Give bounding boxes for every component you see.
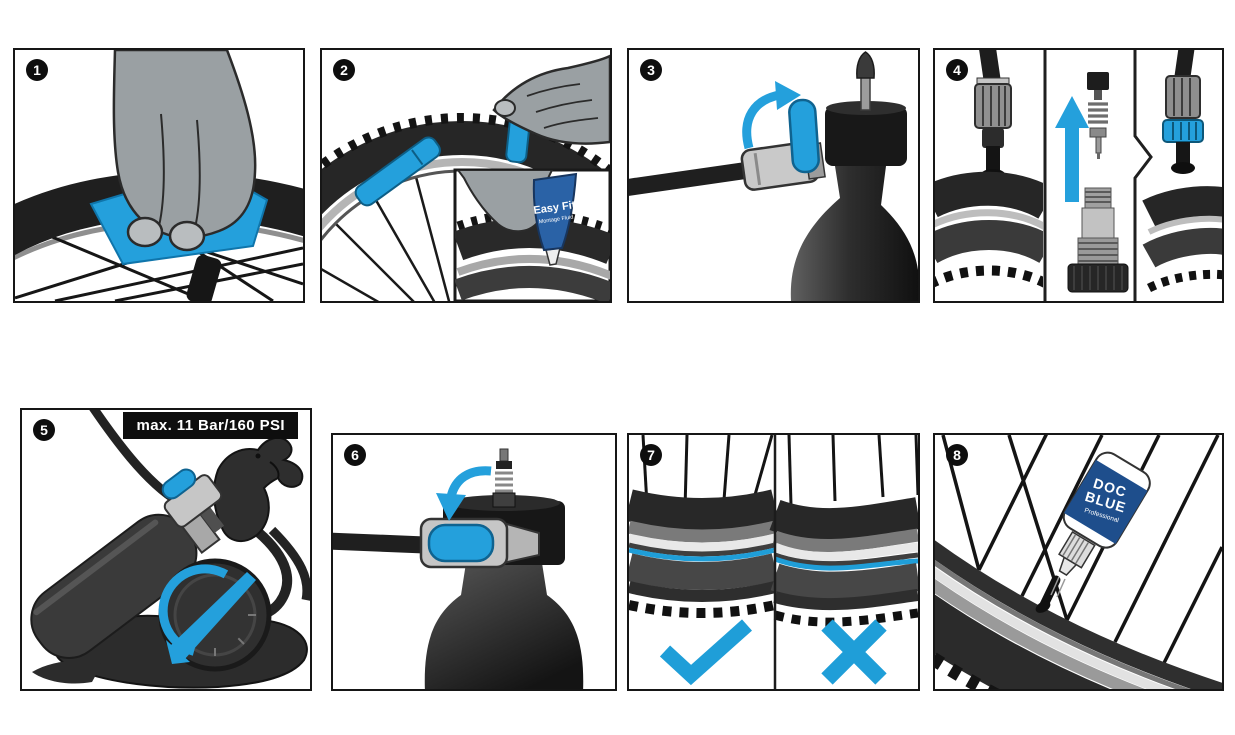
panel-step-4: 4 [933, 48, 1224, 303]
panel-step-2: 2 [320, 48, 612, 303]
hand-icon [112, 50, 257, 252]
pump-head-icon [161, 468, 223, 528]
easyfit-sublabel: Montage Fluid [538, 215, 573, 226]
wheel-rim [935, 540, 1222, 689]
sealant-illustration: DOC BLUE Professional [935, 435, 1222, 689]
mount-tire-illustration: Easy Fit Montage Fluid [322, 54, 610, 301]
gauge-icon [158, 558, 272, 672]
step-number-badge: 6 [344, 444, 366, 466]
step-number-badge: 5 [33, 419, 55, 441]
tire-lever-icon [354, 136, 441, 207]
panel-step-6: 6 [331, 433, 617, 691]
curved-arrow-icon [742, 81, 801, 150]
step-number-badge: 3 [640, 59, 662, 81]
up-arrow-icon [1055, 96, 1089, 202]
gauge-needle [170, 572, 256, 660]
panel-step-7: 7 [627, 433, 920, 691]
step-number-badge: 1 [26, 59, 48, 81]
panel-step-5: 5 max. 11 Bar/160 PSI [20, 408, 312, 691]
pump-on-valve [935, 50, 1043, 288]
step-number-badge: 2 [333, 59, 355, 81]
easyfit-label: Easy Fit [533, 199, 577, 217]
curved-arrow-icon [436, 466, 492, 521]
pump-handle-icon [212, 436, 304, 543]
valve-core-illustration [935, 50, 1222, 301]
pump-hose [629, 161, 758, 196]
easyfit-inset: Easy Fit Montage Fluid [453, 168, 610, 301]
valve-core-icon [1087, 72, 1109, 159]
check-icon [659, 619, 752, 686]
max-pressure-banner: max. 11 Bar/160 PSI [123, 412, 298, 439]
step-number-badge: 4 [946, 59, 968, 81]
lever-icon [788, 98, 820, 174]
step-number-badge: 8 [946, 444, 968, 466]
lever-icon [427, 523, 495, 563]
bottle-icon [790, 101, 918, 301]
valve-body-icon [1067, 187, 1129, 293]
panel-step-3: 3 [627, 48, 920, 303]
panel-step-8: 8 [933, 433, 1224, 691]
bead-correct [629, 489, 779, 618]
pump-hose [333, 532, 426, 554]
step-number-badge: 7 [640, 444, 662, 466]
bead-incorrect [769, 497, 918, 627]
lever-icon [161, 468, 197, 500]
valve-icon [1035, 575, 1061, 613]
panel-step-1: 1 [13, 48, 305, 303]
drip-lines [1050, 576, 1066, 598]
clean-rim-illustration [15, 50, 303, 301]
sealant-bottle-icon: DOC BLUE Professional [1058, 451, 1151, 577]
valve-icon [856, 51, 875, 111]
hand-icon [492, 54, 610, 145]
core-tool-on-valve [1142, 50, 1222, 293]
chevron-divider [1133, 50, 1153, 301]
attach-head-illustration [629, 51, 918, 301]
cross-icon [821, 619, 887, 685]
bead-check-illustration [629, 435, 918, 689]
release-lever-illustration [333, 448, 584, 689]
inflate-illustration [30, 410, 310, 689]
pump-head-icon [419, 517, 540, 569]
valve-core-icon [492, 448, 516, 508]
easyfit-bottle-icon [532, 172, 578, 252]
